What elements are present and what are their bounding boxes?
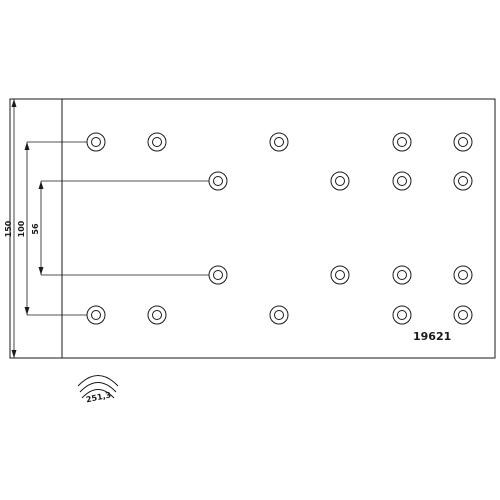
rivet-hole (86, 305, 106, 325)
rivet-hole (392, 305, 412, 325)
rivet-hole (392, 171, 412, 191)
rivet-hole (208, 265, 228, 285)
dimension-outer-spacing: 100 (17, 141, 96, 316)
dimension-total-height: 150 (4, 99, 17, 358)
rivet-hole (453, 305, 473, 325)
rivet-hole (453, 265, 473, 285)
rivet-hole (392, 132, 412, 152)
rivet-hole (453, 132, 473, 152)
arc-length-symbol: 251,3 (77, 375, 119, 404)
part-number: 19621 (413, 330, 451, 343)
rivet-hole (86, 132, 106, 152)
rivet-hole (330, 171, 350, 191)
lining-outline (9, 98, 496, 359)
rivet-hole (269, 305, 289, 325)
rivet-hole (147, 305, 167, 325)
rivet-hole (453, 171, 473, 191)
dim-label-150: 150 (4, 220, 13, 237)
dimension-inner-spacing: 56 (31, 180, 218, 276)
dim-label-100: 100 (17, 220, 26, 237)
dim-label-56: 56 (31, 223, 40, 235)
rivet-hole (330, 265, 350, 285)
rivet-holes (86, 132, 473, 325)
rivet-hole (208, 171, 228, 191)
rivet-hole (269, 132, 289, 152)
rivet-hole (147, 132, 167, 152)
rivet-hole (392, 265, 412, 285)
